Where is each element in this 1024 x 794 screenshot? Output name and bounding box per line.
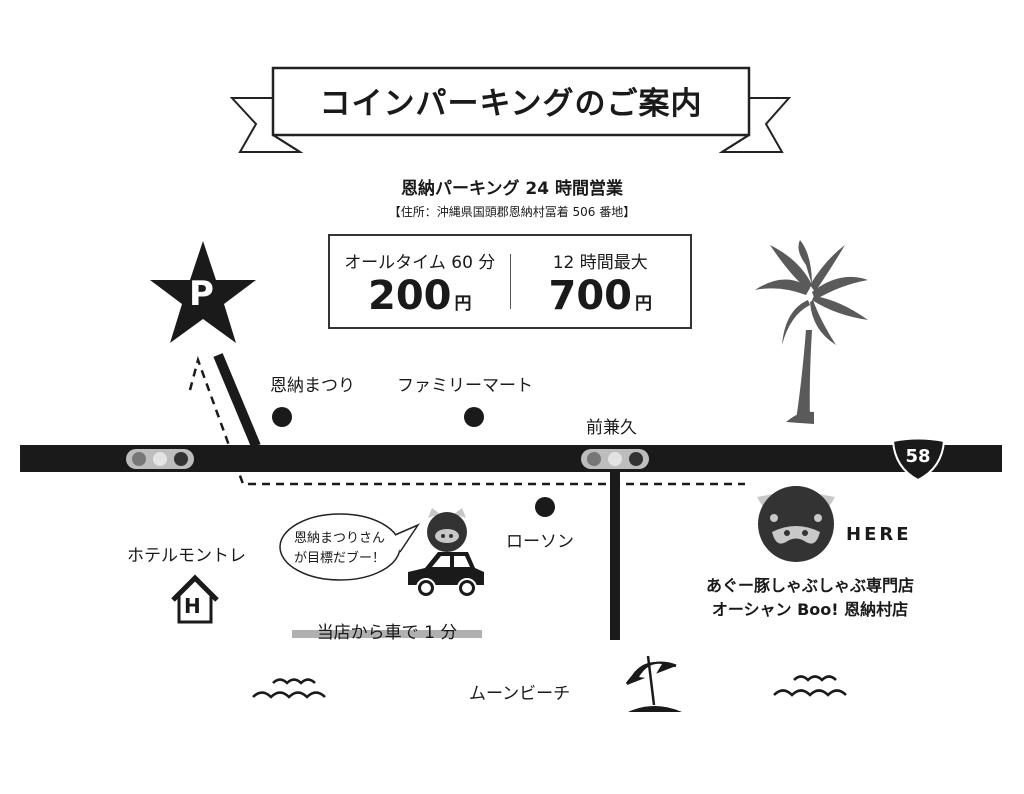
page-title: コインパーキングのご案内 <box>319 85 703 122</box>
price-label: 12 時間最大 <box>552 253 648 273</box>
route-dashed-line <box>188 355 745 486</box>
store-line-1: あぐー豚しゃぶしゃぶ専門店 <box>705 576 914 595</box>
pig-car-icon <box>408 508 484 598</box>
label-moon-beach: ムーンビーチ <box>469 684 571 704</box>
sea-waves-icon <box>773 675 847 697</box>
beach-umbrella-icon <box>625 655 682 712</box>
price-label: オールタイム 60 分 <box>344 253 496 273</box>
here-label: HERE <box>846 524 912 545</box>
family-mart-marker <box>464 407 484 427</box>
price-value: 200 <box>368 273 452 319</box>
parking-letter: P <box>189 274 214 314</box>
lawson-marker <box>535 497 555 517</box>
title-ribbon <box>229 66 792 153</box>
side-road-vertical <box>610 472 620 640</box>
sea-waves-icon <box>252 678 326 699</box>
store-line-2: オーシャン Boo! 恩納村店 <box>711 600 909 619</box>
speech-line-2: が目標だブー！ <box>294 551 386 566</box>
traffic-light-icon <box>126 449 194 469</box>
price-unit: 円 <box>454 294 472 314</box>
route-58-shield-icon <box>891 437 946 482</box>
label-hotel-monterey: ホテルモントレ <box>127 546 246 566</box>
hotel-letter: H <box>184 594 201 618</box>
price-unit: 円 <box>635 294 652 314</box>
price-value: 700 <box>548 273 633 319</box>
label-onna-matsuri: 恩納まつり <box>270 376 355 396</box>
parking-address: 【住所：沖縄県国頭郡恩納村冨着 506 番地】 <box>388 205 636 219</box>
price-divider <box>509 254 511 309</box>
drive-time-label: 当店から車で 1 分 <box>316 623 458 643</box>
label-family-mart: ファミリーマート <box>397 376 533 396</box>
drive-time-bar <box>292 630 482 638</box>
hotel-house-icon <box>171 574 219 624</box>
traffic-light-icon <box>581 449 649 469</box>
parking-star-icon <box>150 241 256 343</box>
parking-name: 恩納パーキング 24 時間営業 <box>401 179 623 199</box>
store-name: あぐー豚しゃぶしゃぶ専門店 オーシャン Boo! 恩納村店 <box>660 574 960 622</box>
pig-face-here-icon <box>757 486 835 562</box>
palm-tree-icon <box>755 240 868 424</box>
speech-bubble <box>279 513 421 581</box>
label-maekaneku: 前兼久 <box>586 418 637 438</box>
onna-matsuri-marker <box>272 407 292 427</box>
route-number: 58 <box>905 446 931 467</box>
speech-bubble-text: 恩納まつりさん が目標だブー！ <box>294 529 385 569</box>
side-road-diagonal <box>213 353 261 448</box>
label-lawson: ローソン <box>506 532 574 552</box>
speech-line-1: 恩納まつりさん <box>294 531 386 546</box>
